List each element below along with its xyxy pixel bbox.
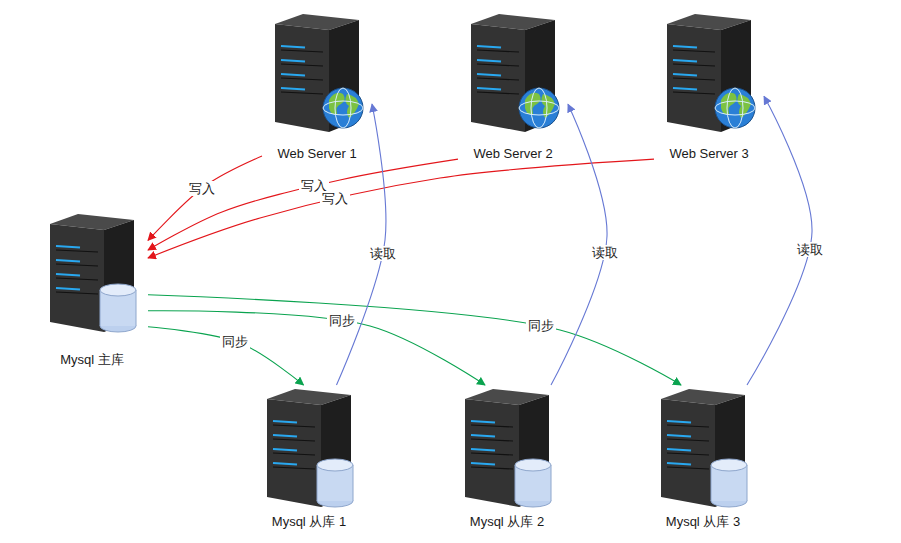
database-server-icon (653, 385, 753, 509)
web-server: Web Server 3 (654, 10, 764, 167)
database-server-icon (259, 385, 359, 509)
edge-label: 同步 (526, 318, 556, 333)
web-server: Web Server 1 (262, 10, 372, 167)
connector (148, 156, 262, 240)
edge-label: 同步 (220, 334, 250, 349)
connector (148, 311, 485, 385)
edge-label: 写入 (320, 191, 350, 206)
node-label: Web Server 2 (458, 146, 568, 161)
web-server-icon (463, 10, 563, 134)
database-server: Mysql 主库 (36, 210, 148, 370)
node-label: Mysql 主库 (36, 351, 148, 369)
node-label: Web Server 1 (262, 146, 372, 161)
edge-label: 读取 (368, 246, 398, 261)
database-server-icon (42, 210, 142, 334)
node-label: Mysql 从库 1 (254, 513, 364, 531)
edge-label: 写入 (187, 181, 217, 196)
web-server: Web Server 2 (458, 10, 568, 167)
connector (148, 295, 681, 385)
web-server-icon (267, 10, 367, 134)
edge-label: 同步 (327, 313, 357, 328)
node-label: Web Server 3 (654, 146, 764, 161)
connector (148, 159, 458, 250)
web-server-icon (659, 10, 759, 134)
connector (148, 159, 654, 258)
connector (747, 96, 812, 385)
node-label: Mysql 从库 2 (452, 513, 562, 531)
node-label: Mysql 从库 3 (648, 513, 758, 531)
database-server: Mysql 从库 3 (648, 385, 758, 535)
database-server: Mysql 从库 1 (254, 385, 364, 535)
connector (148, 327, 304, 385)
edge-label: 读取 (795, 242, 825, 257)
database-server-icon (457, 385, 557, 509)
database-server: Mysql 从库 2 (452, 385, 562, 535)
edge-label: 读取 (590, 245, 620, 260)
